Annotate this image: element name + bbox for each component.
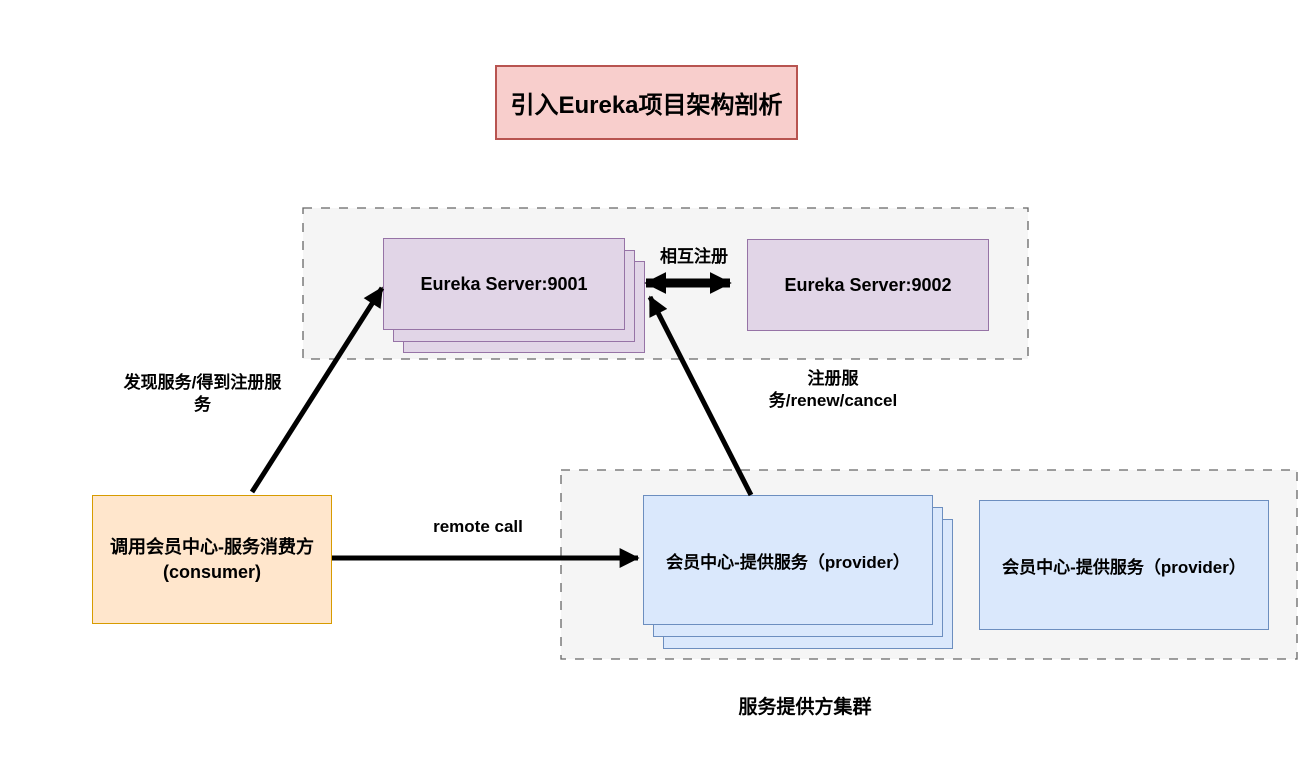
register-service-label: 注册服 务/renew/cancel bbox=[768, 369, 898, 411]
provider2-box: 会员中心-提供服务（provider） bbox=[979, 500, 1269, 630]
eureka-server2-box: Eureka Server:9002 bbox=[747, 239, 989, 331]
mutual-register-label: 相互注册 bbox=[660, 247, 728, 266]
provider-cluster-caption: 服务提供方集群 bbox=[738, 697, 872, 718]
discover-service-label: 发现服务/得到注册服 务 bbox=[123, 373, 282, 415]
consumer-box: 调用会员中心-服务消费方 (consumer) bbox=[92, 495, 332, 624]
diagram-title: 引入Eureka项目架构剖析 bbox=[495, 65, 798, 140]
remote-call-label: remote call bbox=[433, 517, 523, 536]
eureka-server1-box: Eureka Server:9001 bbox=[383, 238, 625, 330]
provider1-box: 会员中心-提供服务（provider） bbox=[643, 495, 933, 625]
